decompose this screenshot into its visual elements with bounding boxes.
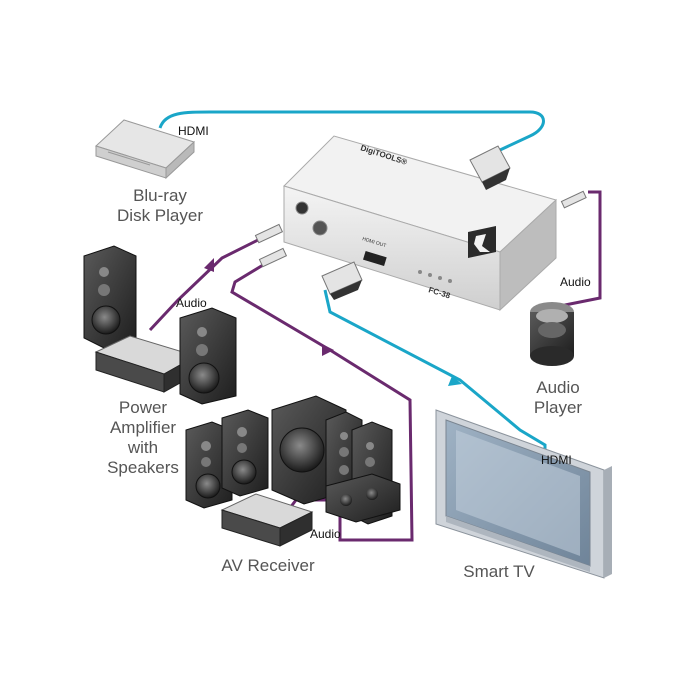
center-speaker-icon bbox=[325, 473, 401, 523]
audio-jack-icon bbox=[254, 190, 587, 268]
label-audio-receiver: Audio bbox=[310, 527, 341, 541]
smart-tv-icon bbox=[435, 409, 612, 579]
label-smart-tv: Smart TV bbox=[463, 562, 535, 581]
audio-cable-player bbox=[559, 190, 602, 308]
label-bluray: Blu-ray Disk Player bbox=[117, 186, 203, 226]
label-audio-amp: Audio bbox=[176, 296, 207, 310]
hdmi-plug-icon bbox=[469, 145, 511, 190]
hdmi-out-port bbox=[363, 250, 387, 266]
hdmi-plug-icon bbox=[321, 261, 363, 300]
label-audio-player-cable: Audio bbox=[560, 275, 591, 289]
hdmi-cable-tv bbox=[323, 289, 547, 460]
audio-player-icon bbox=[530, 302, 574, 366]
av-receiver-icon bbox=[220, 493, 314, 547]
audio-out-jack bbox=[295, 201, 309, 215]
label-av-receiver: AV Receiver bbox=[221, 556, 315, 575]
label-audio-player: Audio Player bbox=[533, 378, 583, 418]
hdmi-cable-bluray bbox=[158, 110, 545, 152]
label-hdmi-tv: HDMI bbox=[541, 453, 572, 467]
label-power-amplifier: Power Amplifier with Speakers bbox=[107, 398, 179, 478]
converter-box-icon: DigiTOOLS® HDMI OUT FC-38 bbox=[283, 135, 557, 312]
speaker-icon bbox=[221, 409, 269, 497]
speaker-icon bbox=[179, 307, 237, 405]
speaker-icon bbox=[83, 245, 137, 349]
speaker-icon bbox=[185, 421, 233, 509]
arrow-hdmi-tv bbox=[448, 376, 462, 386]
arrow-audio-amp bbox=[204, 258, 214, 272]
audio-in-jack bbox=[312, 220, 328, 236]
label-hdmi-top: HDMI bbox=[178, 124, 209, 138]
kramer-logo-icon bbox=[468, 226, 496, 258]
bluray-player-icon bbox=[95, 119, 195, 180]
audio-cable-amplifier bbox=[148, 236, 263, 332]
arrow-audio-receiver bbox=[322, 344, 334, 356]
